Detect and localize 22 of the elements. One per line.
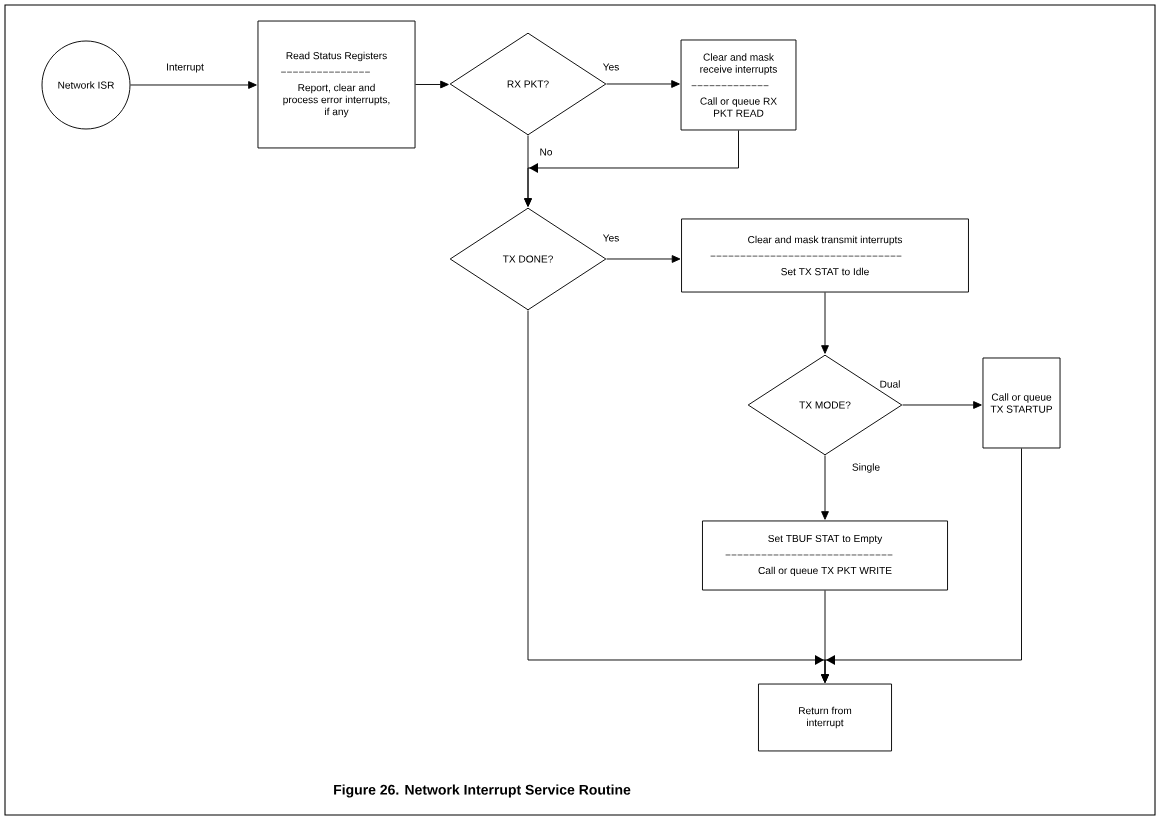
arrow	[606, 80, 680, 88]
process-box: Read Status Registers Report, clear and process error interrupts, if any	[257, 20, 416, 149]
edge-label: Single	[852, 463, 880, 473]
arrow	[821, 292, 829, 354]
arrow	[415, 80, 449, 89]
arrow	[821, 448, 1022, 683]
process-box: Set TBUF STAT to Empty Call or queue TX PKT WRITE	[702, 520, 948, 591]
process-box: Return from interrupt	[758, 683, 892, 752]
arrow	[821, 455, 829, 520]
process-box: Clear and mask receive interrupts Call or queue RX PKT READ	[680, 39, 797, 131]
process-box: Clear and mask transmit interrupts Set TX STAT to Idle	[681, 218, 969, 293]
process-box: Call or queue TX STARTUP	[982, 357, 1061, 449]
edge-label: Dual	[880, 380, 900, 388]
edge-label: Interrupt	[167, 63, 204, 73]
caption: Figure 26. Network Interrupt Service Routine	[334, 784, 631, 798]
edge-label: Yes	[602, 63, 619, 71]
arrow	[130, 81, 257, 89]
edge-label: Yes	[602, 234, 619, 242]
arrow	[902, 401, 982, 409]
arrow	[606, 255, 681, 263]
arrow	[524, 130, 739, 207]
edge-label: No	[540, 148, 553, 156]
